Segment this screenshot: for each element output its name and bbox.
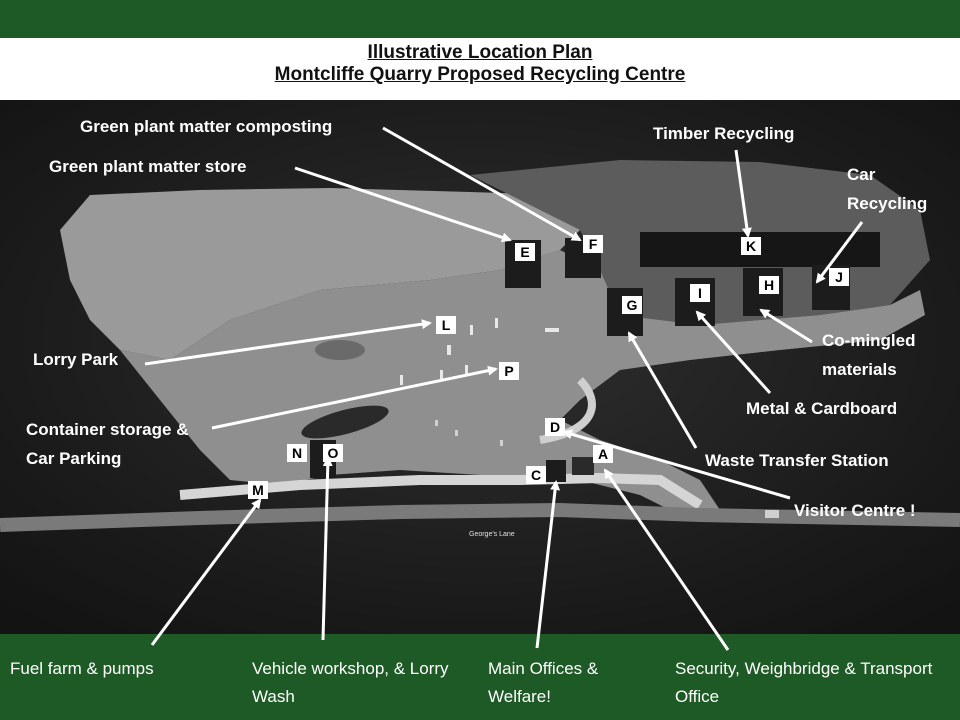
label-security: Security, Weighbridge & Transport Office bbox=[675, 659, 933, 706]
site-letter-m: M bbox=[248, 481, 268, 499]
site-letter-n: N bbox=[287, 444, 307, 462]
vehicle bbox=[500, 440, 503, 446]
site-letter-f: F bbox=[583, 235, 603, 253]
site-letter-o: O bbox=[323, 444, 343, 462]
vehicle bbox=[447, 345, 451, 355]
internal-loop-road bbox=[539, 377, 596, 444]
label-vehicle-workshop: Vehicle workshop, & Lorry Wash bbox=[252, 659, 449, 706]
label-visitor-centre: Visitor Centre ! bbox=[794, 501, 916, 520]
label-co-mingled: Co-mingled materials bbox=[822, 331, 916, 379]
vehicle bbox=[545, 328, 559, 332]
label-green-store: Green plant matter store bbox=[49, 157, 247, 176]
site-letter-h: H bbox=[759, 276, 779, 294]
site-letter-k: K bbox=[741, 237, 761, 255]
label-waste-transfer: Waste Transfer Station bbox=[705, 451, 889, 470]
vehicle bbox=[765, 510, 779, 518]
site-letter-c: C bbox=[526, 466, 546, 484]
label-car-recycling: Car Recycling bbox=[847, 165, 928, 213]
vehicle bbox=[455, 430, 458, 436]
vehicle bbox=[435, 420, 438, 426]
label-main-offices: Main Offices & Welfare! bbox=[488, 659, 599, 706]
vehicle bbox=[495, 318, 498, 328]
vehicle bbox=[440, 370, 443, 379]
site-letter-g: G bbox=[622, 296, 642, 314]
bottom-green-bar bbox=[0, 634, 960, 720]
label-metal-cardboard: Metal & Cardboard bbox=[746, 399, 898, 418]
label-fuel-farm: Fuel farm & pumps bbox=[10, 659, 154, 678]
top-green-bar bbox=[0, 0, 960, 38]
building-a bbox=[572, 457, 594, 475]
site-letter-e: E bbox=[515, 243, 535, 261]
site-letter-a: A bbox=[593, 445, 613, 463]
title-line-1: Illustrative Location Plan bbox=[367, 42, 593, 63]
site-letter-d: D bbox=[545, 418, 565, 436]
title-box bbox=[0, 38, 960, 100]
road-label: George's Lane bbox=[469, 531, 515, 538]
rock-mound bbox=[315, 340, 365, 360]
title-line-2: Montcliffe Quarry Proposed Recycling Cen… bbox=[274, 64, 686, 85]
vehicle bbox=[470, 325, 473, 335]
site-letter-i: I bbox=[690, 284, 710, 302]
site-letter-p: P bbox=[499, 362, 519, 380]
building-c bbox=[546, 460, 566, 482]
label-green-composting: Green plant matter composting bbox=[80, 117, 333, 136]
label-lorry-park: Lorry Park bbox=[33, 350, 119, 369]
label-container-storage: Container storage & Car Parking bbox=[26, 420, 189, 468]
vehicle bbox=[465, 365, 468, 374]
site-letter-l: L bbox=[436, 316, 456, 334]
site-letter-j: J bbox=[829, 268, 849, 286]
vehicle bbox=[400, 375, 403, 385]
label-timber: Timber Recycling bbox=[653, 124, 795, 143]
